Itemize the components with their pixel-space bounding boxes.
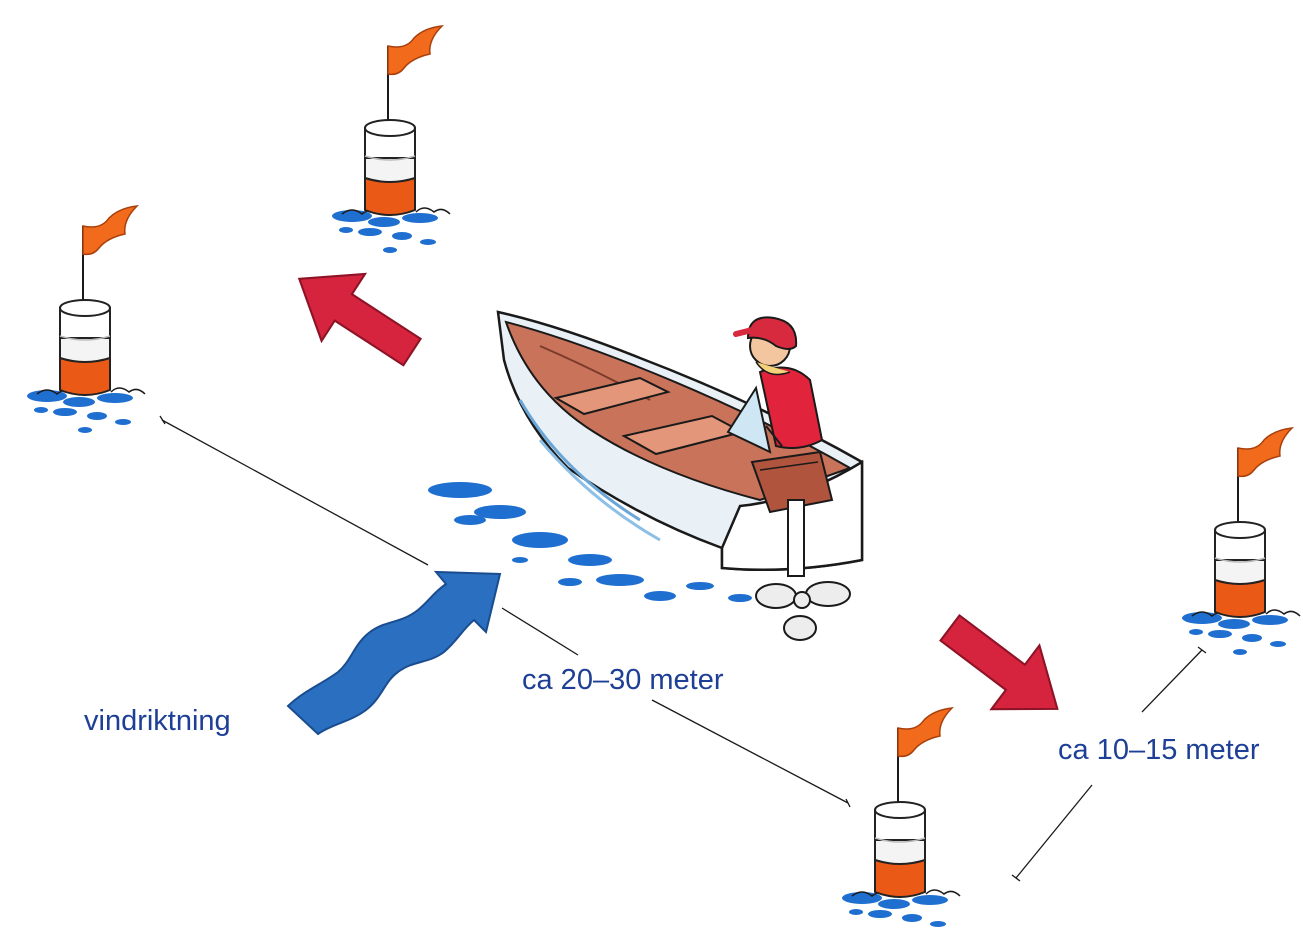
wavy-blue-arrow-icon xyxy=(288,572,500,734)
buoy-icon xyxy=(332,26,450,253)
buoy-icon xyxy=(27,206,145,433)
red-arrow-icon xyxy=(926,596,1081,741)
buoy-icon xyxy=(1182,428,1300,655)
buoy-icon xyxy=(842,708,960,928)
wind-direction-label: vindriktning xyxy=(84,707,231,736)
red-arrow-icon xyxy=(278,245,434,385)
long-distance-label: ca 20–30 meter xyxy=(522,666,724,695)
short-distance-label: ca 10–15 meter xyxy=(1058,736,1260,765)
